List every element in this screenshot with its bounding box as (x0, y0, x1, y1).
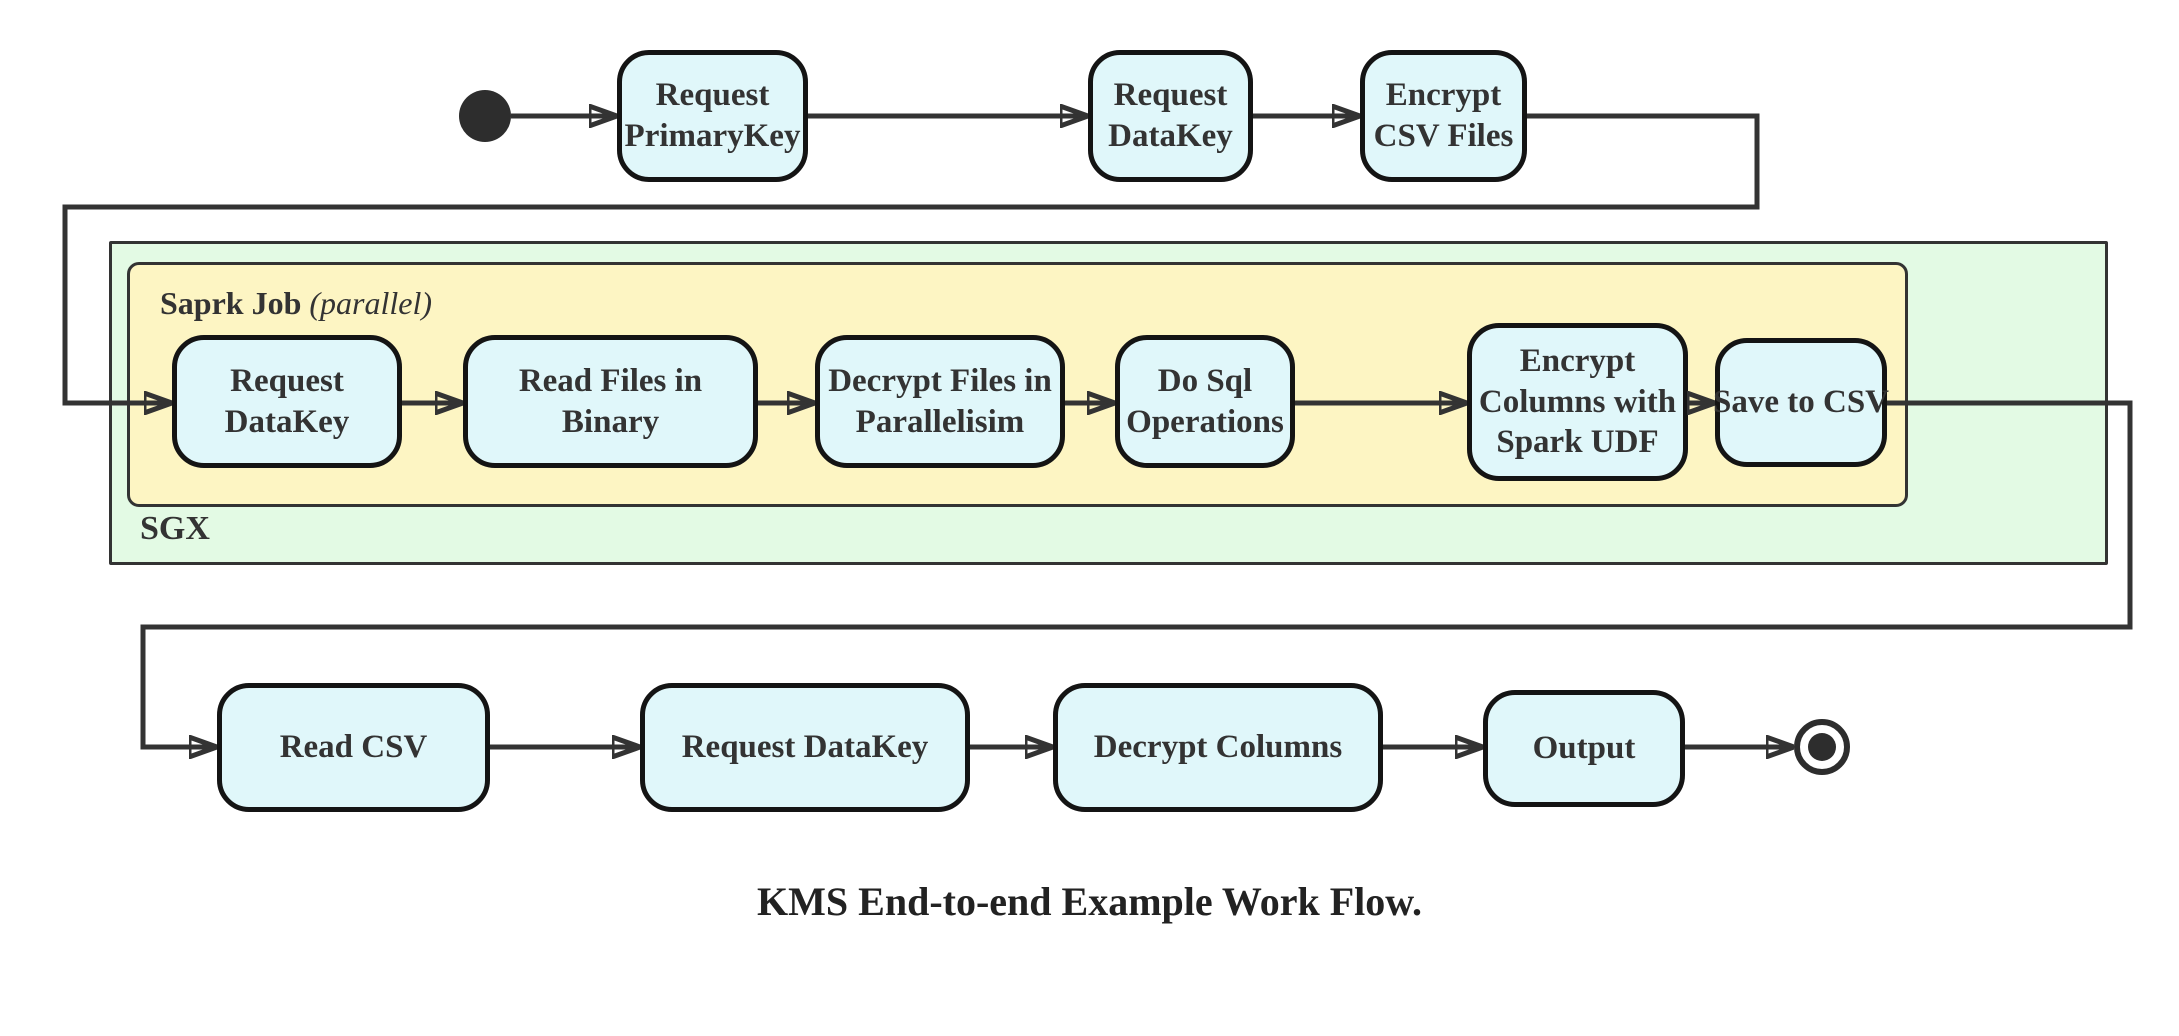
node-request-datakey-bottom: Request DataKey (640, 683, 970, 812)
node-read-files-in-binary: Read Files in Binary (463, 335, 758, 468)
end-state-node (1794, 719, 1850, 775)
sgx-label: SGX (140, 510, 210, 547)
node-encrypt-csv-files: Encrypt CSV Files (1360, 50, 1527, 182)
node-do-sql-operations: Do Sql Operations (1115, 335, 1295, 468)
node-output: Output (1483, 690, 1685, 807)
node-encrypt-columns-with-spark-udf: Encrypt Columns with Spark UDF (1467, 323, 1688, 481)
node-read-csv: Read CSV (217, 683, 490, 812)
spark-job-label: Saprk Job (parallel) (160, 285, 432, 322)
spark-job-container: Saprk Job (parallel) Request DataKey Rea… (127, 262, 1908, 507)
node-decrypt-columns: Decrypt Columns (1053, 683, 1383, 812)
node-save-to-csv: Save to CSV (1713, 338, 1889, 467)
node-request-datakey-top: Request DataKey (1088, 50, 1253, 182)
node-decrypt-files-in-parallelisim: Decrypt Files in Parallelisim (815, 335, 1065, 468)
node-sgx-request-datakey: Request DataKey (172, 335, 402, 468)
node-request-primarykey: Request PrimaryKey (617, 50, 808, 182)
spark-job-parallel-mode: (parallel) (309, 285, 433, 321)
sgx-container: SGX Saprk Job (parallel) Request DataKey… (109, 241, 2108, 565)
end-state-inner-dot (1808, 733, 1836, 761)
diagram-caption: KMS End-to-end Example Work Flow. (757, 879, 1422, 924)
start-state-node (459, 90, 511, 142)
spark-job-label-name: Saprk Job (160, 285, 302, 321)
